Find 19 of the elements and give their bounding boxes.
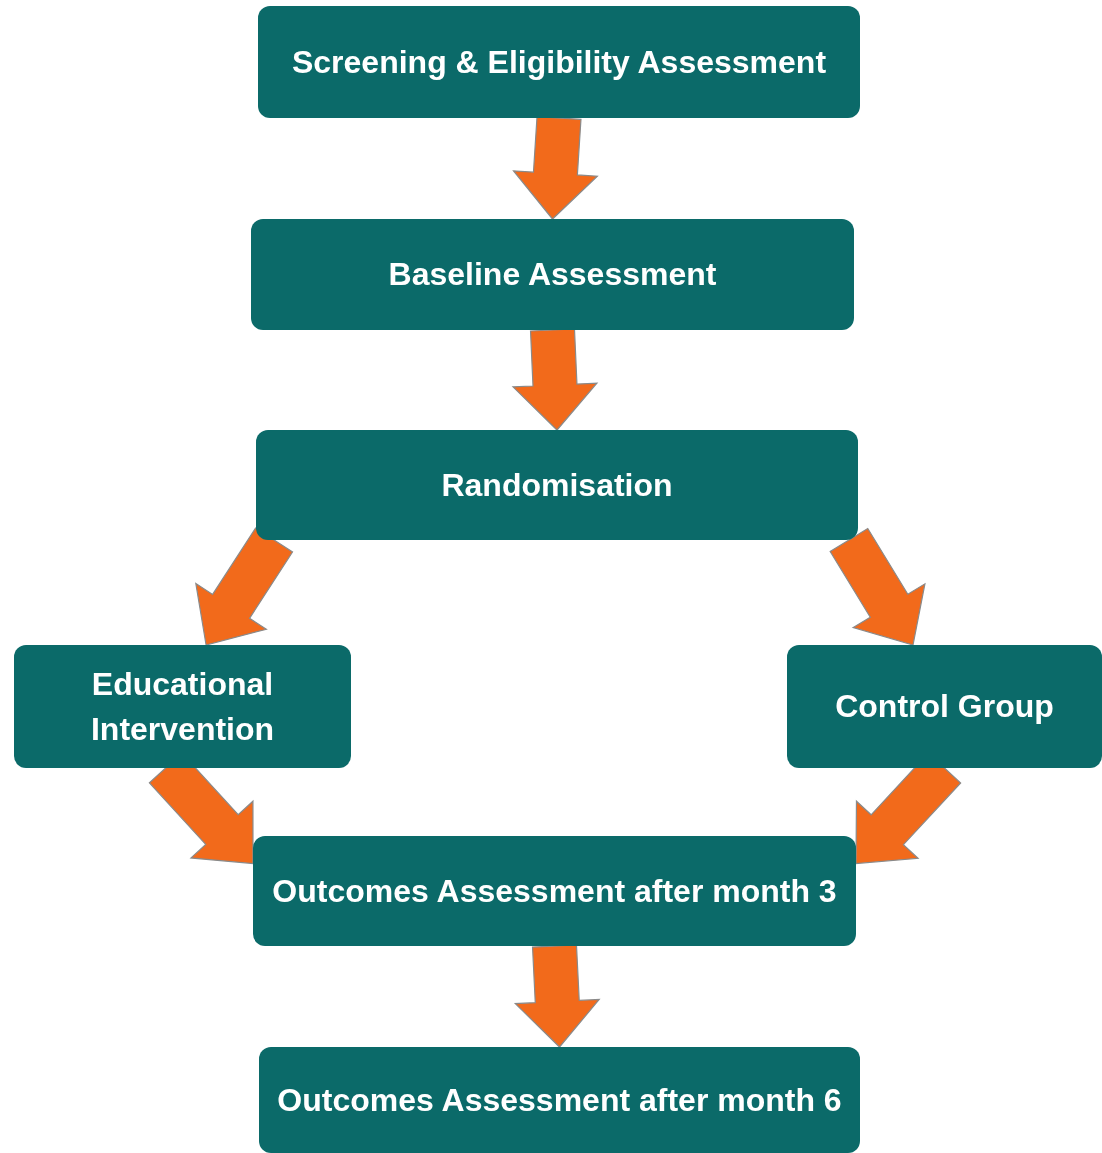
process-box <box>251 219 854 330</box>
step-label: Randomisation <box>441 465 673 505</box>
block-arrow <box>195 527 294 646</box>
process-box <box>258 6 860 118</box>
step-label: Control Group <box>835 687 1054 727</box>
block-arrow <box>513 944 601 1048</box>
block-arrow <box>512 115 599 220</box>
step-label: Outcomes Assessment after month 3 <box>272 871 837 911</box>
process-box <box>256 430 858 540</box>
process-box <box>14 645 351 768</box>
process-box <box>253 836 856 946</box>
block-arrow <box>511 328 599 431</box>
step-label: Baseline Assessment <box>388 255 717 295</box>
step-label: Outcomes Assessment after month 6 <box>277 1080 842 1120</box>
step-label: Educational Intervention <box>89 664 276 749</box>
step-label: Screening & Eligibility Assessment <box>291 42 827 82</box>
block-arrow <box>829 527 926 646</box>
process-box <box>787 645 1102 768</box>
process-box <box>259 1047 860 1153</box>
